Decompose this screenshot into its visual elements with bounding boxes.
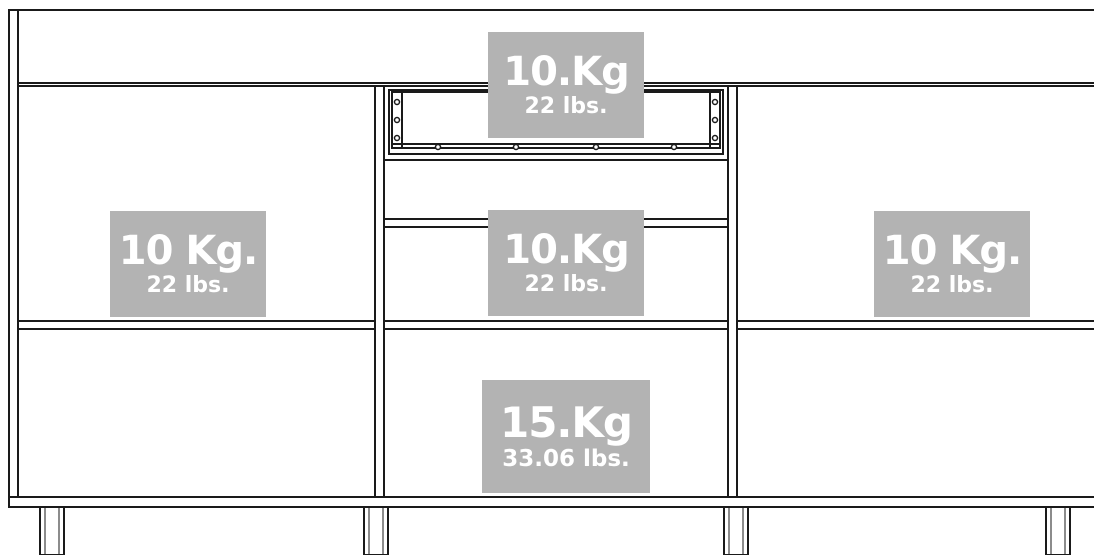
screw-hole (393, 98, 401, 106)
weight-kg: 10.Kg (503, 49, 629, 96)
weight-label-top-drawer: 10.Kg 22 lbs. (488, 32, 644, 138)
screw-hole (711, 134, 719, 142)
weight-lbs: 33.06 lbs. (502, 446, 630, 473)
weight-lbs: 22 lbs. (910, 273, 994, 299)
weight-lbs: 22 lbs. (146, 273, 230, 299)
screw-hole (592, 143, 600, 151)
cabinet-outer-frame (8, 9, 1094, 508)
screw-hole (711, 116, 719, 124)
leg-1 (39, 506, 65, 555)
weight-lbs: 22 lbs. (524, 272, 608, 298)
weight-label-center-shelf: 10.Kg 22 lbs. (488, 210, 644, 316)
screw-hole (670, 143, 678, 151)
weight-kg: 10 Kg. (118, 228, 258, 275)
screw-hole (434, 143, 442, 151)
weight-label-right-shelf: 10 Kg. 22 lbs. (874, 211, 1030, 317)
weight-kg: 10 Kg. (882, 228, 1022, 275)
leg-2 (363, 506, 389, 555)
screw-hole (711, 98, 719, 106)
weight-label-left-shelf: 10 Kg. 22 lbs. (110, 211, 266, 317)
weight-label-bottom-compartment: 15.Kg 33.06 lbs. (482, 380, 650, 493)
screw-hole (393, 134, 401, 142)
weight-lbs: 22 lbs. (524, 94, 608, 120)
screw-hole (512, 143, 520, 151)
weight-kg: 10.Kg (503, 227, 629, 274)
leg-3 (723, 506, 749, 555)
weight-kg: 15.Kg (499, 398, 633, 448)
screw-hole (393, 116, 401, 124)
leg-4 (1045, 506, 1071, 555)
